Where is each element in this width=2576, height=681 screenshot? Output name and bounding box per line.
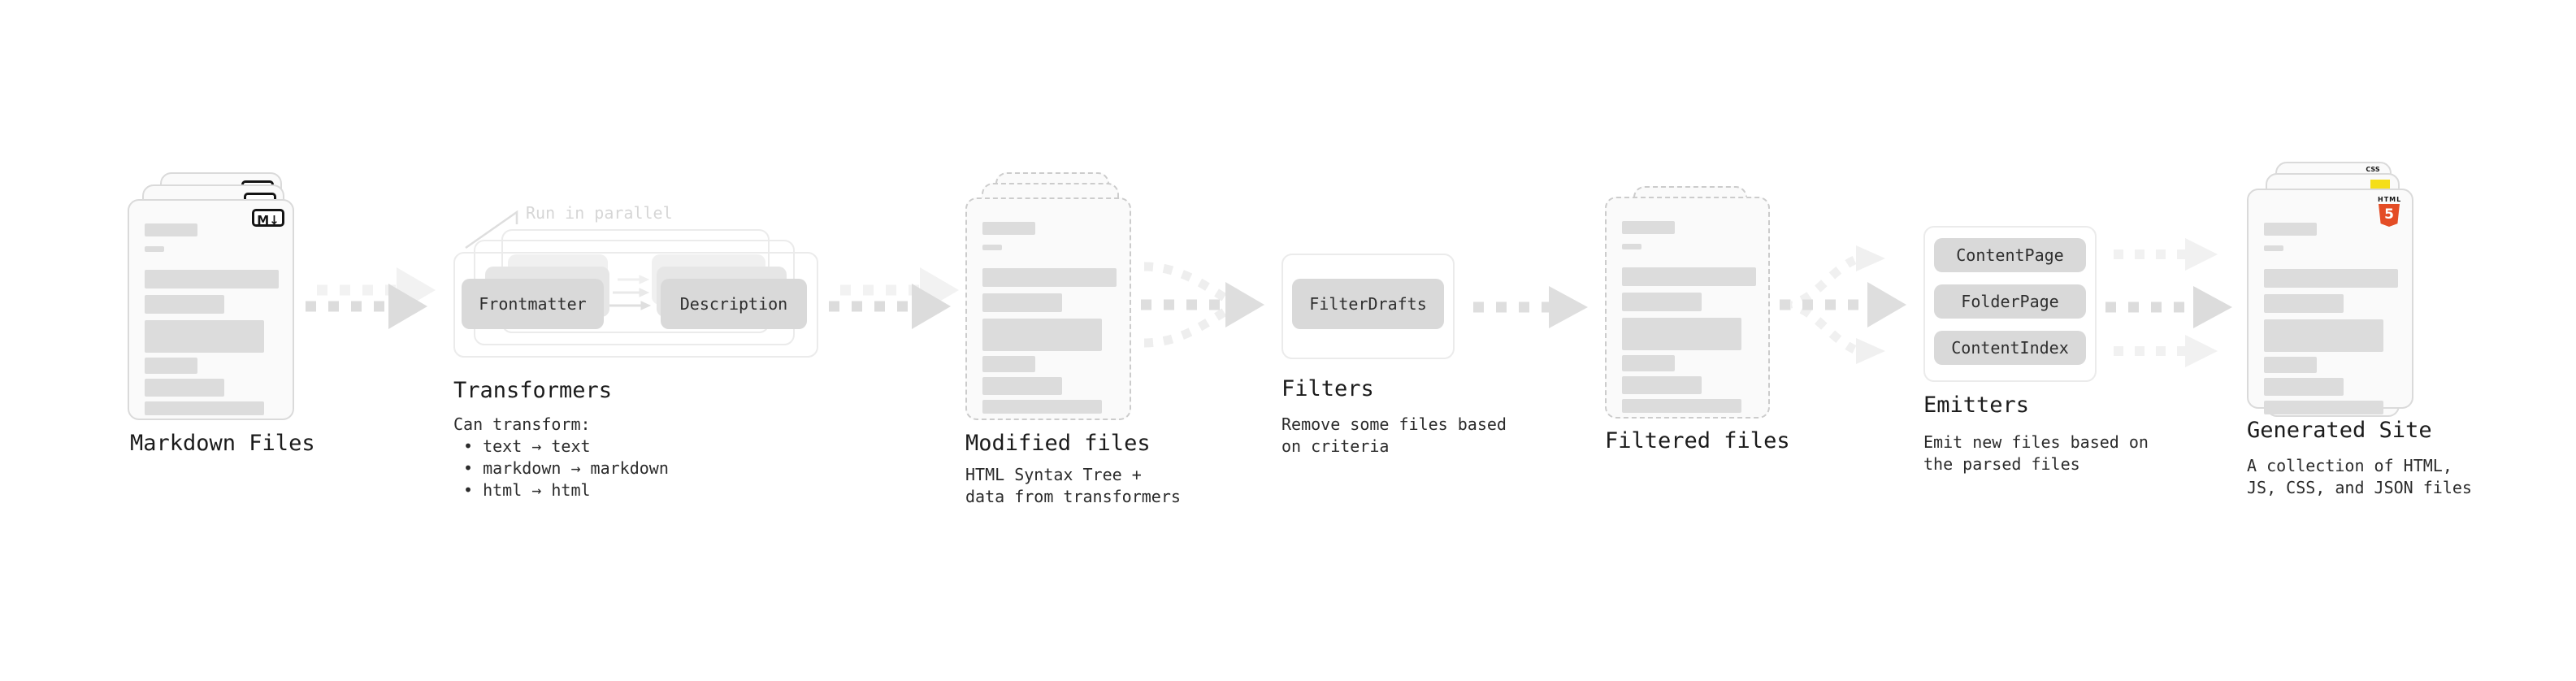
emitters-desc: Emit new files based on xyxy=(1923,432,2149,452)
generated-site-desc: JS, CSS, and JSON files xyxy=(2247,478,2472,497)
folder-page-pill: FolderPage xyxy=(1934,284,2086,319)
flow-arrow-icon xyxy=(2105,286,2232,328)
run-in-parallel-annotation: Run in parallel xyxy=(526,203,673,223)
diverge-arrow-icon xyxy=(1780,245,1906,364)
parallel-arrows-icon xyxy=(609,275,652,310)
doc-card-front xyxy=(965,197,1131,420)
filter-drafts-pill: FilterDrafts xyxy=(1292,279,1444,329)
markdown-icon: M↓ xyxy=(252,209,284,228)
transformers-desc-heading: Can transform: xyxy=(453,414,591,434)
doc-placeholder-lines xyxy=(1622,221,1756,413)
doc-placeholder-lines xyxy=(2264,223,2398,414)
javascript-icon xyxy=(2370,180,2390,189)
stage-label-markdown-files: Markdown Files xyxy=(130,431,315,456)
stage-label-filtered-files: Filtered files xyxy=(1605,428,1790,453)
stage-label-emitters: Emitters xyxy=(1923,393,2030,418)
stage-label-generated-site: Generated Site xyxy=(2247,418,2432,443)
doc-placeholder-lines xyxy=(145,223,279,415)
transformers-bullet: • text → text xyxy=(463,436,591,456)
flow-arrow-icon xyxy=(829,267,959,329)
transformers-bullet: • html → html xyxy=(463,480,591,500)
html5-icon: HTML 5 xyxy=(2378,196,2400,227)
description-pill: Description xyxy=(661,279,807,329)
content-index-pill: ContentIndex xyxy=(1934,331,2086,365)
filters-desc: Remove some files based xyxy=(1281,414,1507,434)
converge-arrow-icon xyxy=(1141,262,1264,348)
modified-files-desc: HTML Syntax Tree + xyxy=(965,465,1142,484)
flow-arrow-icon xyxy=(306,267,436,329)
generated-site-desc: A collection of HTML, xyxy=(2247,456,2452,475)
flow-arrow-light-icon xyxy=(2114,238,2218,271)
flow-arrow-icon xyxy=(1473,286,1588,328)
callout-line xyxy=(465,210,518,249)
content-page-pill: ContentPage xyxy=(1934,238,2086,272)
doc-card-front: HTML 5 xyxy=(2247,189,2413,414)
stage-label-filters: Filters xyxy=(1281,376,1374,401)
stage-label-transformers: Transformers xyxy=(453,378,613,403)
stage-label-modified-files: Modified files xyxy=(965,431,1151,456)
doc-card-front xyxy=(1605,197,1770,419)
transformer-layer-front xyxy=(453,252,818,358)
flow-arrow-light-icon xyxy=(2114,335,2218,367)
doc-card-front: M↓ xyxy=(128,199,294,420)
frontmatter-pill: Frontmatter xyxy=(462,279,604,329)
transformers-bullet: • markdown → markdown xyxy=(463,458,669,478)
emitters-desc: the parsed files xyxy=(1923,454,2080,474)
filters-desc: on criteria xyxy=(1281,436,1390,456)
modified-files-desc: data from transformers xyxy=(965,487,1181,506)
doc-placeholder-lines xyxy=(982,222,1117,414)
